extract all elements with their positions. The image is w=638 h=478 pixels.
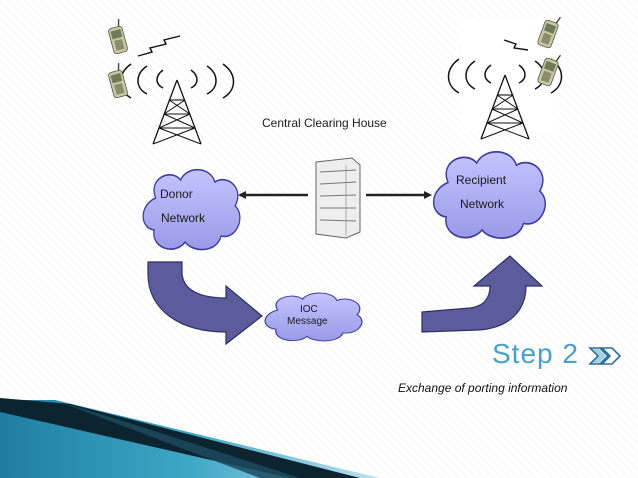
step-title: Step 2: [492, 338, 579, 369]
server-rack-icon: [315, 157, 361, 239]
curved-arrow-up-icon: [421, 255, 544, 333]
ioc-message-label-line1: IOC: [300, 304, 318, 315]
central-clearing-house-label: Central Clearing House: [262, 116, 387, 130]
step-caption: Exchange of porting information: [398, 381, 568, 395]
mobile-phone-icon: [105, 62, 129, 100]
recipient-network-label-line1: Recipient: [456, 173, 507, 187]
mobile-phone-icon: [105, 18, 129, 56]
double-chevron-icon: [588, 347, 622, 365]
donor-network-label-line1: Donor: [160, 187, 193, 201]
curved-arrow-down-icon: [147, 261, 263, 346]
right-arrowhead-icon: [424, 191, 432, 199]
bottom-band-shadow: [60, 402, 300, 478]
donor-network-label-line2: Network: [161, 211, 206, 225]
signal-zigzag-icon: [503, 39, 529, 51]
bottom-band-dark: [0, 398, 360, 478]
signal-zigzag-icon: [137, 35, 181, 57]
recipient-network-cloud: [432, 151, 547, 239]
left-tower-icon: [119, 63, 235, 145]
donor-network-cloud: [142, 168, 241, 251]
ioc-message-label-line2: Message: [287, 316, 328, 327]
recipient-network-label-line2: Network: [460, 197, 505, 211]
left-arrowhead-icon: [238, 191, 246, 199]
